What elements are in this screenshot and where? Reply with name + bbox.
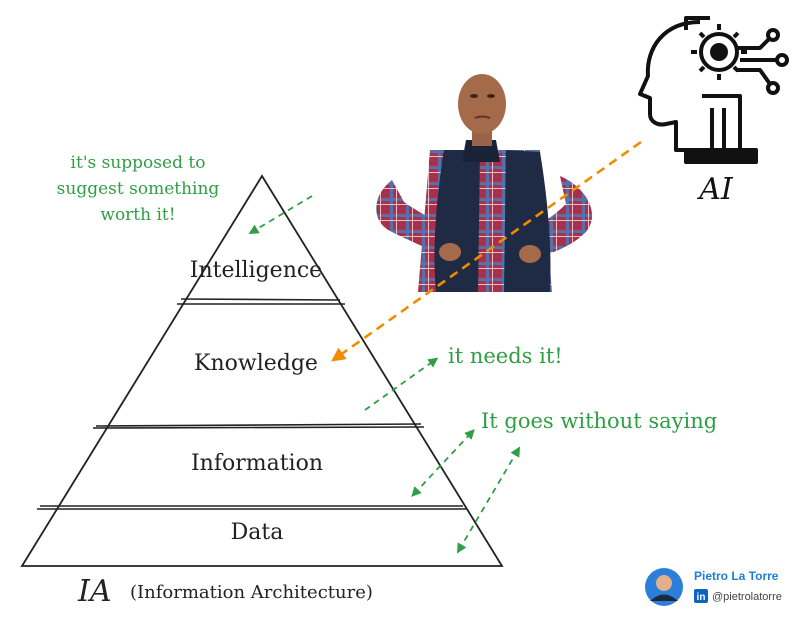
author-name: Pietro La Torre: [694, 569, 779, 583]
level-intelligence: Intelligence: [190, 258, 322, 283]
level-knowledge: Knowledge: [194, 351, 318, 376]
person-photo: [376, 74, 592, 292]
note-knowledge-arrow: [365, 360, 435, 410]
note-intelligence-line-3: worth it!: [100, 205, 175, 225]
author-handle[interactable]: @pietrolatorre: [712, 591, 782, 603]
svg-text:in: in: [697, 592, 706, 603]
pyramid-divider-3: [37, 506, 466, 509]
note-knowledge: it needs it!: [448, 344, 563, 368]
avatar-face: [656, 575, 672, 591]
note-intelligence-line-2: suggest something: [57, 179, 220, 199]
note-lower-arrow-data: [459, 450, 518, 550]
note-intelligence: it's supposed to suggest something worth…: [57, 153, 220, 225]
note-intelligence-arrow: [252, 196, 312, 232]
level-information: Information: [191, 451, 323, 476]
linkedin-icon[interactable]: in: [694, 589, 708, 603]
note-lower: It goes without saying: [481, 409, 717, 433]
caption-full: (Information Architecture): [130, 582, 373, 603]
pyramid-divider-1: [177, 299, 345, 304]
ai-label: AI: [696, 172, 734, 207]
level-data: Data: [231, 520, 284, 545]
author-badge[interactable]: Pietro La Torre in @pietrolatorre: [645, 568, 782, 606]
caption-abbr: IA: [77, 574, 112, 609]
ai-head-icon: [640, 18, 787, 162]
pyramid-divider-2: [93, 424, 424, 428]
note-lower-arrow-information: [414, 432, 472, 494]
note-intelligence-line-1: it's supposed to: [71, 153, 206, 173]
